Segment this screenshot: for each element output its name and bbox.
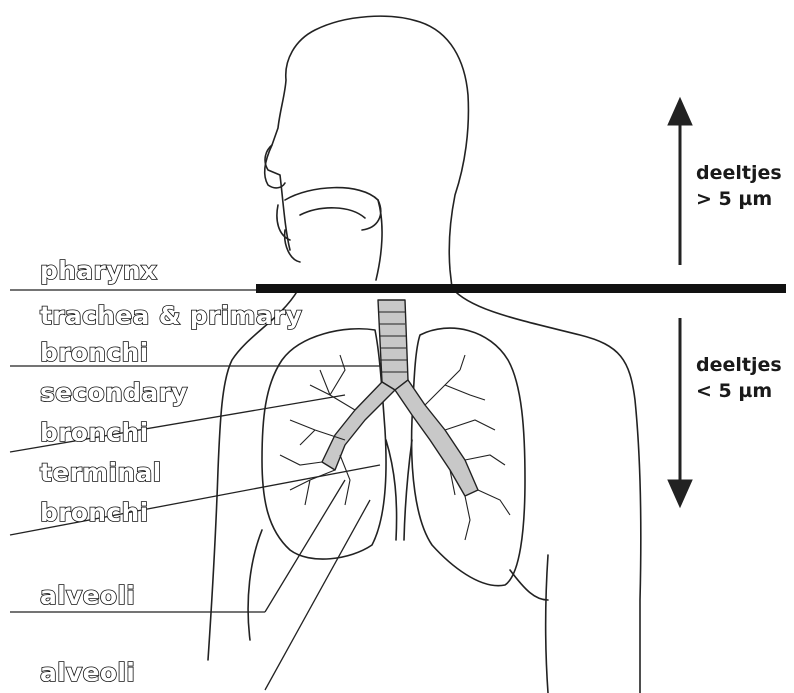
jaw-outline [277,205,300,262]
arrow-down [668,318,692,507]
trachea [378,300,408,390]
particles-above-line2: > 5 µm [696,186,782,212]
label-terminal: terminal [40,460,162,485]
label-trachea: trachea & primary [40,303,302,328]
label-alveoli-2: alveoli [40,660,135,685]
particles-below-line2: < 5 µm [696,378,782,404]
mouth-inner [300,208,365,218]
pointer-alveoli-1b [265,480,345,612]
arrow-up [668,98,692,265]
label-pharynx: pharynx [40,258,157,283]
particles-below-line1: deeltjes [696,352,782,378]
right-lung-outline [412,328,525,586]
diaphragm-right [510,570,548,600]
head-outline [265,16,468,288]
particles-above-label: deeltjes > 5 µm [696,160,782,212]
left-lung-outline [262,329,386,559]
throat-line [376,200,382,280]
pointer-alveoli-2 [265,500,370,690]
diaphragm-left [248,530,262,640]
particles-below-label: deeltjes < 5 µm [696,352,782,404]
label-bronchi-2: bronchi [40,420,148,445]
mouth-cavity [285,188,381,230]
left-shoulder [208,290,298,660]
label-bronchi-1: bronchi [40,340,148,365]
label-bronchi-3: bronchi [40,500,148,525]
torso-right-inner [546,555,548,693]
cut-line [256,284,786,293]
label-secondary: secondary [40,380,188,405]
label-alveoli-1: alveoli [40,583,135,608]
particles-above-line1: deeltjes [696,160,782,186]
mediastinum [386,440,412,540]
